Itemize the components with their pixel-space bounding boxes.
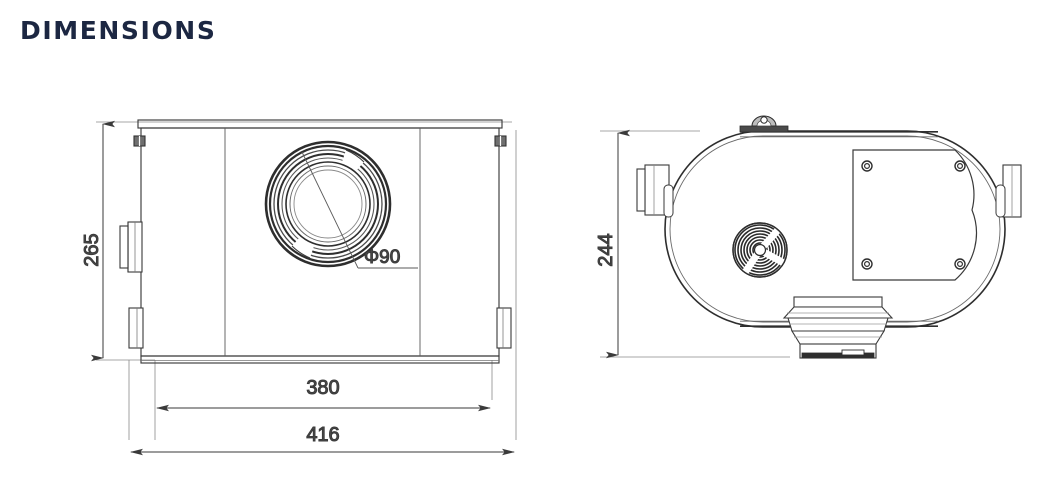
- dimension-416-label: 416: [306, 424, 339, 446]
- lid-diameter-callout: Φ90: [301, 151, 418, 269]
- front-elevation-view: 265 380 416: [81, 119, 517, 456]
- screw-icon: [861, 258, 873, 270]
- lid-diameter-label: Φ90: [364, 247, 400, 268]
- left-inlet-port: [119, 221, 143, 273]
- bellows-outlet: [782, 296, 894, 359]
- right-lower-tab: [496, 307, 512, 349]
- lid-notch: [292, 150, 364, 258]
- top-right-latch: [494, 135, 507, 147]
- screw-icon: [861, 160, 873, 172]
- top-plan-view: 244: [595, 115, 1022, 359]
- left-side-port: [636, 164, 674, 218]
- screw-icon: [954, 160, 966, 172]
- front-extension-lines: [96, 121, 517, 440]
- page-title: DIMENSIONS: [20, 16, 217, 45]
- right-side-port: [995, 164, 1022, 218]
- dimension-244: 244: [595, 129, 630, 359]
- access-panel[interactable]: [852, 149, 978, 281]
- dimension-244-label: 244: [595, 233, 617, 266]
- base-plinth: [140, 355, 500, 364]
- dimension-380-label: 380: [306, 377, 339, 399]
- fan-grille-icon: [732, 222, 788, 278]
- left-lower-tab: [128, 307, 144, 349]
- top-vent-fitting: [739, 115, 789, 133]
- circular-lid[interactable]: [264, 140, 392, 268]
- dimension-416: 416: [130, 424, 515, 456]
- front-panel-seams: [224, 128, 421, 356]
- screw-icon: [954, 258, 966, 270]
- dimension-265-label: 265: [81, 233, 103, 266]
- dimension-265: 265: [81, 120, 115, 362]
- dimension-380: 380: [156, 377, 491, 412]
- top-left-latch: [133, 135, 146, 147]
